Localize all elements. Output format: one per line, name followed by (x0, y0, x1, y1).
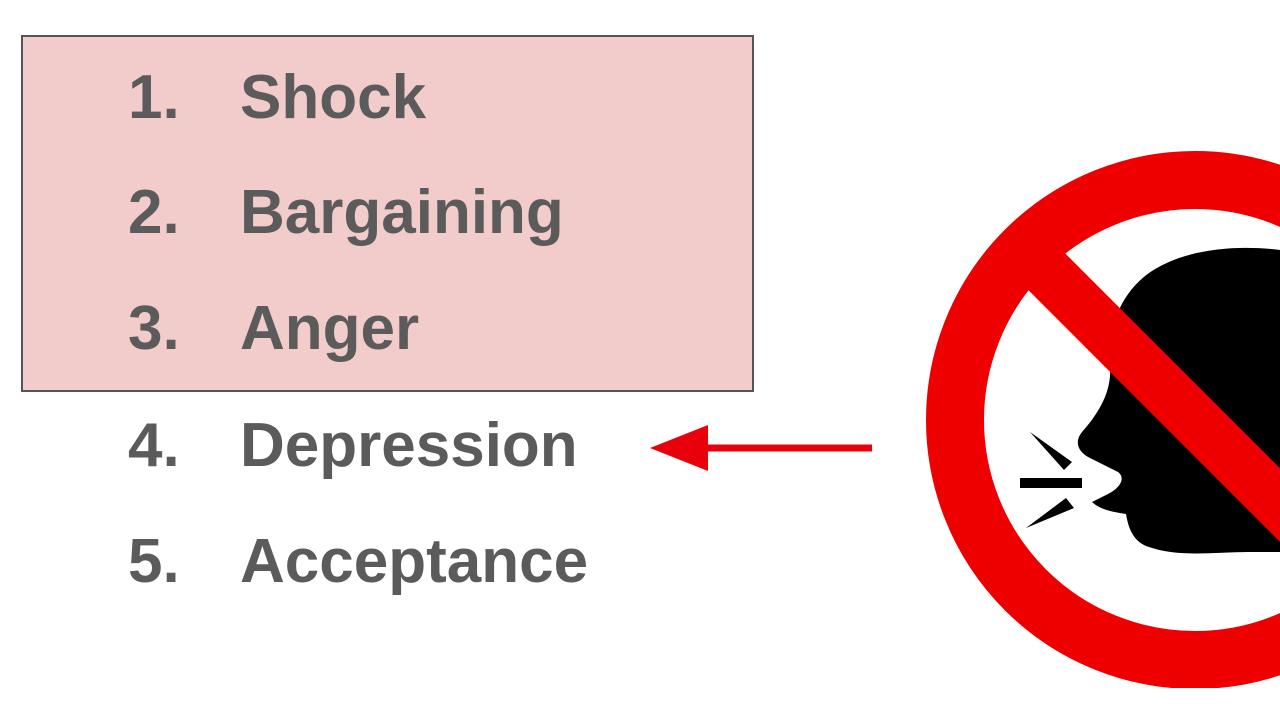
stage-label: Anger (240, 294, 420, 363)
stage-number: 3. (128, 294, 180, 363)
no-shouting-icon (926, 151, 1280, 688)
stage-number: 4. (128, 411, 180, 480)
stage-label: Depression (240, 411, 578, 480)
stage-label: Shock (240, 63, 427, 132)
shout-line (1026, 498, 1074, 528)
stage-number: 5. (128, 527, 180, 596)
shout-line (1020, 478, 1082, 488)
arrow-left-icon (650, 425, 872, 471)
stage-label: Acceptance (240, 527, 589, 596)
prohibition-ring (926, 151, 1280, 688)
stage-number: 2. (128, 178, 180, 247)
stage-number: 1. (128, 63, 180, 132)
prohibition-slash (1006, 231, 1280, 542)
stage-label: Bargaining (240, 178, 564, 247)
highlight-box (21, 35, 754, 392)
shout-line (1030, 432, 1072, 470)
